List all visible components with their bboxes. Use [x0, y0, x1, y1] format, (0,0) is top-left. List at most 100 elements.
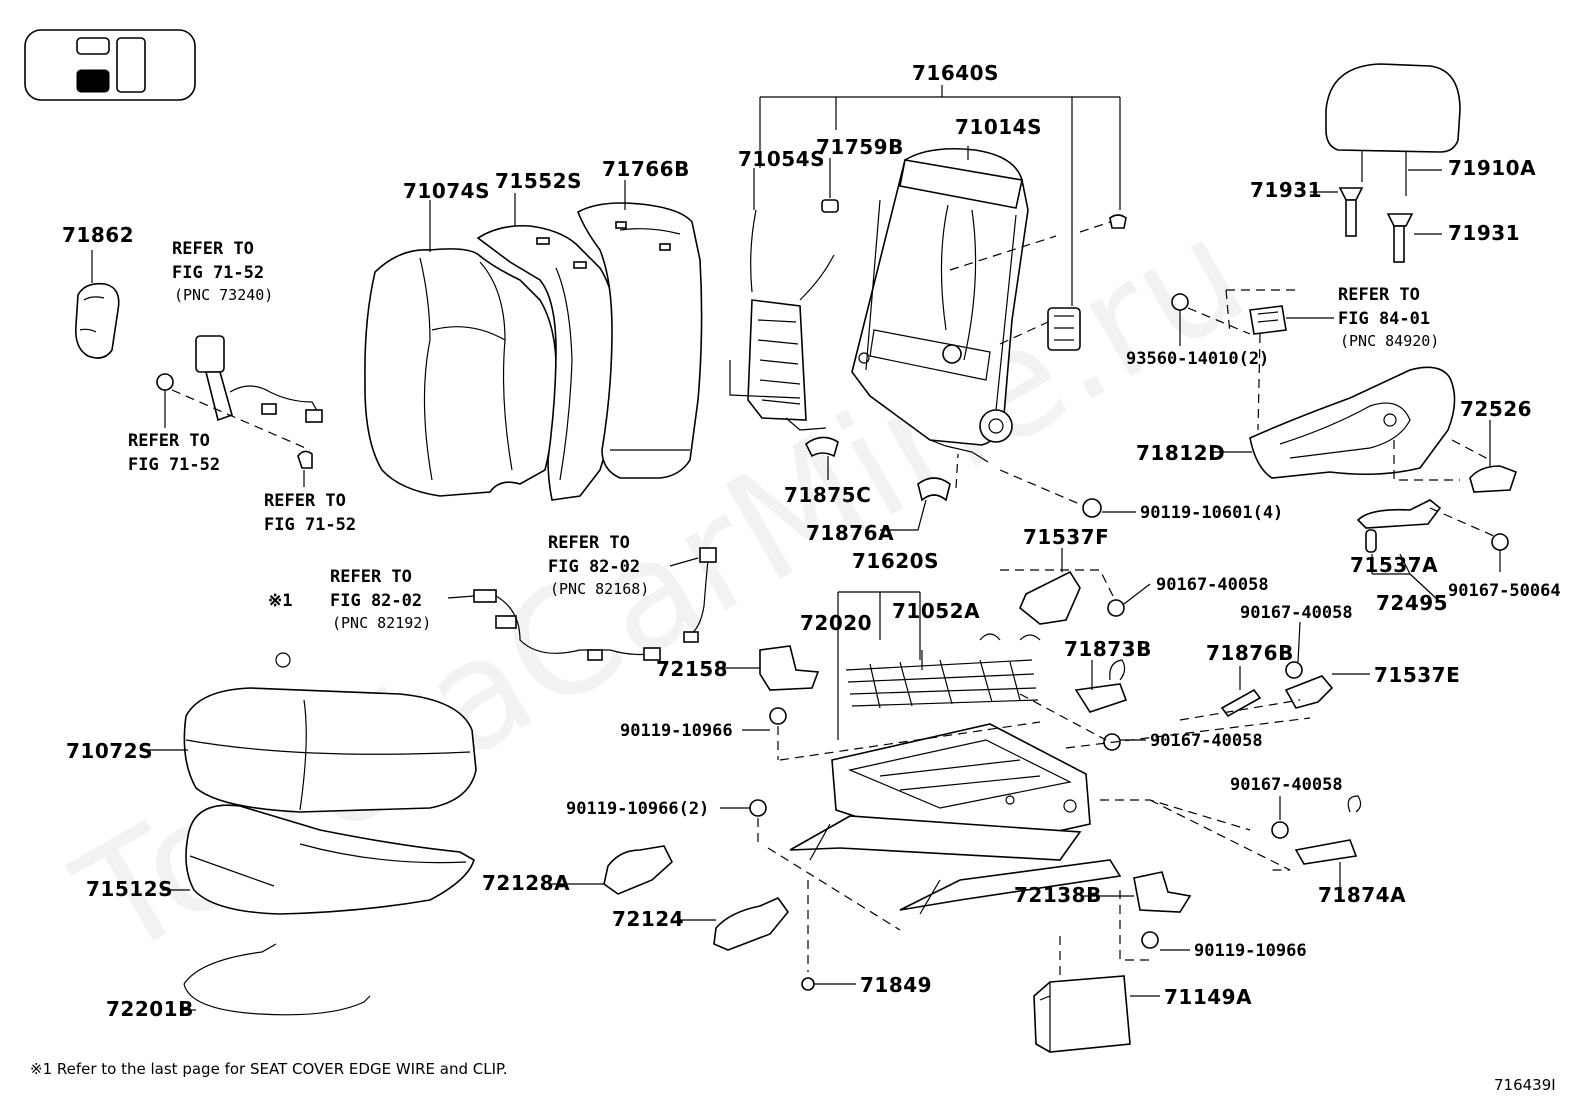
label-72138B: 72138B [1014, 883, 1102, 907]
switch-assembly [1249, 305, 1287, 335]
label-71874A: 71874A [1318, 883, 1406, 907]
part-71874A-bracket [1294, 795, 1362, 865]
part-71054S-lumbar-support [729, 209, 835, 431]
refer-note-pnc-82168: REFER TO FIG 82-02 (PNC 82168) [548, 533, 649, 598]
part-71537F-cover [1019, 570, 1081, 625]
label-90167-40058-c: 90167-40058 [1150, 731, 1263, 751]
label-71862: 71862 [62, 223, 134, 247]
part-71640S-headrest-guide [1047, 214, 1127, 351]
part-72526-cover [1469, 465, 1518, 493]
label-71512S: 71512S [86, 877, 173, 901]
label-71876B: 71876B [1206, 641, 1294, 665]
label-71552S: 71552S [495, 169, 582, 193]
svg-text:(PNC 84920): (PNC 84920) [1340, 332, 1439, 350]
label-93560-14010: 93560-14010(2) [1126, 349, 1269, 369]
label-71812D: 71812D [1136, 441, 1225, 465]
label-71875C: 71875C [784, 483, 871, 507]
part-71072S-cushion-cover [183, 687, 477, 813]
label-71931-a: 71931 [1250, 178, 1322, 202]
part-71876B-clip [1220, 688, 1262, 718]
label-71014S: 71014S [955, 115, 1042, 139]
label-71640S: 71640S [912, 61, 999, 85]
label-71759B: 71759B [816, 135, 904, 159]
svg-text:REFER TO: REFER TO [548, 533, 630, 553]
svg-text:REFER TO: REFER TO [1338, 285, 1420, 305]
svg-text:(PNC 82168): (PNC 82168) [550, 580, 649, 598]
label-71072S: 71072S [66, 739, 153, 763]
svg-text:REFER TO: REFER TO [172, 239, 254, 259]
svg-text:REFER TO: REFER TO [128, 431, 210, 451]
part-72495-lever [1356, 499, 1442, 553]
label-71054S: 71054S [738, 147, 825, 171]
refer-note-pnc-84920: REFER TO FIG 84-01 (PNC 84920) [1338, 285, 1439, 350]
svg-text:FIG 82-02: FIG 82-02 [548, 557, 640, 577]
label-72201B: 72201B [106, 997, 194, 1021]
label-90119-10966-c: 90119-10966 [1194, 941, 1307, 961]
label-90167-40058-b: 90167-40058 [1240, 603, 1353, 623]
label-90119-10966-a: 90119-10966 [620, 721, 733, 741]
part-72138B-bracket [1133, 871, 1192, 913]
svg-text:FIG 71-52: FIG 71-52 [264, 515, 356, 535]
svg-text:FIG 84-01: FIG 84-01 [1338, 309, 1430, 329]
seat-position-icon [24, 29, 196, 101]
svg-text:(PNC 73240): (PNC 73240) [174, 286, 273, 304]
label-71052A: 71052A [892, 599, 980, 623]
part-72201B-edge-wire [183, 943, 371, 1016]
part-71074S-seatback-cover [364, 248, 557, 497]
part-71149A-cover [1033, 975, 1131, 1053]
wire-harness-82168 [683, 547, 717, 643]
wire-harness-82192 [473, 589, 661, 661]
label-90167-40058-d: 90167-40058 [1230, 775, 1343, 795]
seat-track-rails [789, 815, 1122, 915]
label-72526: 72526 [1460, 397, 1532, 421]
refer-note-pnc-82192: REFER TO FIG 82-02 (PNC 82192) [330, 567, 431, 632]
part-71862-clip [74, 282, 120, 359]
part-72158-bracket [759, 645, 820, 691]
svg-text:REFER TO: REFER TO [264, 491, 346, 511]
svg-text:FIG 71-52: FIG 71-52 [172, 263, 264, 283]
label-90167-40058-a: 90167-40058 [1156, 575, 1269, 595]
part-71014S-seatback-frame [851, 147, 1029, 463]
label-72158: 72158 [656, 657, 728, 681]
refer-note-pnc-73240: REFER TO FIG 71-52 (PNC 73240) [172, 239, 273, 304]
label-71910A: 71910A [1448, 156, 1536, 180]
part-71052A-spring [845, 633, 1041, 709]
label-90119-10966-2: 90119-10966(2) [566, 799, 709, 819]
label-71876A: 71876A [806, 521, 894, 545]
label-71873B: 71873B [1064, 637, 1152, 661]
label-71074S: 71074S [403, 179, 490, 203]
refer-note-71-52-right: REFER TO FIG 71-52 [264, 491, 356, 535]
part-71537E-cover [1284, 675, 1334, 709]
part-71910A-headrest [1325, 63, 1461, 196]
label-72128A: 72128A [482, 871, 570, 895]
part-71759B-clip [821, 199, 839, 213]
label-71931-b: 71931 [1448, 221, 1520, 245]
seat-belt-buckle [195, 335, 323, 423]
label-71620S: 71620S [852, 549, 939, 573]
label-72020: 72020 [800, 611, 872, 635]
note-marker: ※1 [268, 591, 292, 611]
part-71512S-cushion-pad [185, 804, 475, 915]
label-71766B: 71766B [602, 157, 690, 181]
part-71812D-side-shield [1249, 366, 1456, 479]
part-72128A-cover [603, 845, 673, 895]
part-71873B-bracket [1074, 659, 1128, 713]
label-72495: 72495 [1376, 591, 1448, 615]
refer-note-71-52-left: REFER TO FIG 71-52 [128, 431, 220, 475]
label-71537E: 71537E [1374, 663, 1460, 687]
note-marker-circle [275, 652, 291, 668]
part-71876A-clip [917, 477, 951, 502]
part-71931-guide-b [1386, 213, 1414, 263]
part-71766B-back-board [576, 202, 703, 479]
label-90119-10601: 90119-10601(4) [1140, 503, 1283, 523]
part-71875C-clip [804, 436, 839, 458]
footnote: ※1 Refer to the last page for SEAT COVER… [30, 1060, 507, 1078]
label-71149A: 71149A [1164, 985, 1252, 1009]
part-72124-cover [713, 897, 790, 951]
label-71537A: 71537A [1350, 553, 1438, 577]
part-71931-guide-a [1338, 187, 1364, 237]
label-72124: 72124 [612, 907, 684, 931]
label-71849: 71849 [860, 973, 932, 997]
svg-text:FIG 71-52: FIG 71-52 [128, 455, 220, 475]
